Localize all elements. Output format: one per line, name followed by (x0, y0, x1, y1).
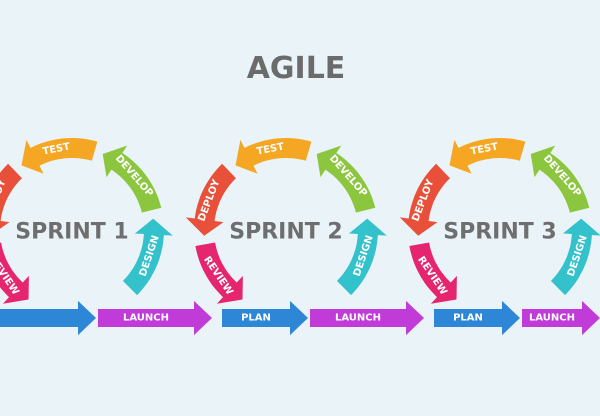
plan-label-3: PLAN (453, 313, 483, 324)
sprint-2-review-arrow (195, 242, 243, 304)
sprint-1-test-arrow (21, 138, 98, 174)
sprint-2-label: SPRINT 2 (229, 220, 342, 245)
launch-arrow-1 (98, 300, 212, 336)
sprint-2-deploy-arrow (185, 163, 236, 236)
sprint-3-design-arrow (550, 218, 600, 296)
plan-arrow-1 (0, 300, 96, 336)
plan-arrow-2 (222, 300, 308, 336)
sprint-1-review-arrow (0, 242, 29, 304)
sprint-1-label: SPRINT 1 (15, 220, 128, 245)
launch-arrow-2 (310, 300, 424, 336)
launch-label-2: LAUNCH (335, 313, 381, 324)
sprint-2-test-label: TEST (256, 141, 285, 157)
sprint-1-develop-arrow (102, 145, 162, 213)
sprint-3-develop-arrow (530, 145, 590, 213)
sprint-3-review-arrow (409, 242, 457, 304)
plan-arrow-3 (434, 300, 520, 336)
plan-label-2: PLAN (241, 313, 271, 324)
sprint-1-design-arrow (122, 218, 173, 296)
sprint-2-develop-arrow (316, 145, 376, 213)
sprint-3-test-arrow (449, 138, 526, 174)
sprint-3-test-label: TEST (470, 141, 499, 157)
launch-label-3: LAUNCH (529, 313, 575, 324)
sprint-3-label: SPRINT 3 (443, 220, 556, 245)
sprint-2-design-arrow (336, 218, 387, 296)
diagram-title: AGILE (247, 51, 346, 86)
launch-label-1: LAUNCH (123, 313, 169, 324)
sprint-2-test-arrow (235, 138, 312, 174)
sprint-3-deploy-arrow (399, 163, 450, 236)
launch-arrow-3 (522, 300, 600, 336)
sprint-1-deploy-arrow (0, 163, 22, 229)
sprint-1-test-label: TEST (42, 141, 71, 157)
